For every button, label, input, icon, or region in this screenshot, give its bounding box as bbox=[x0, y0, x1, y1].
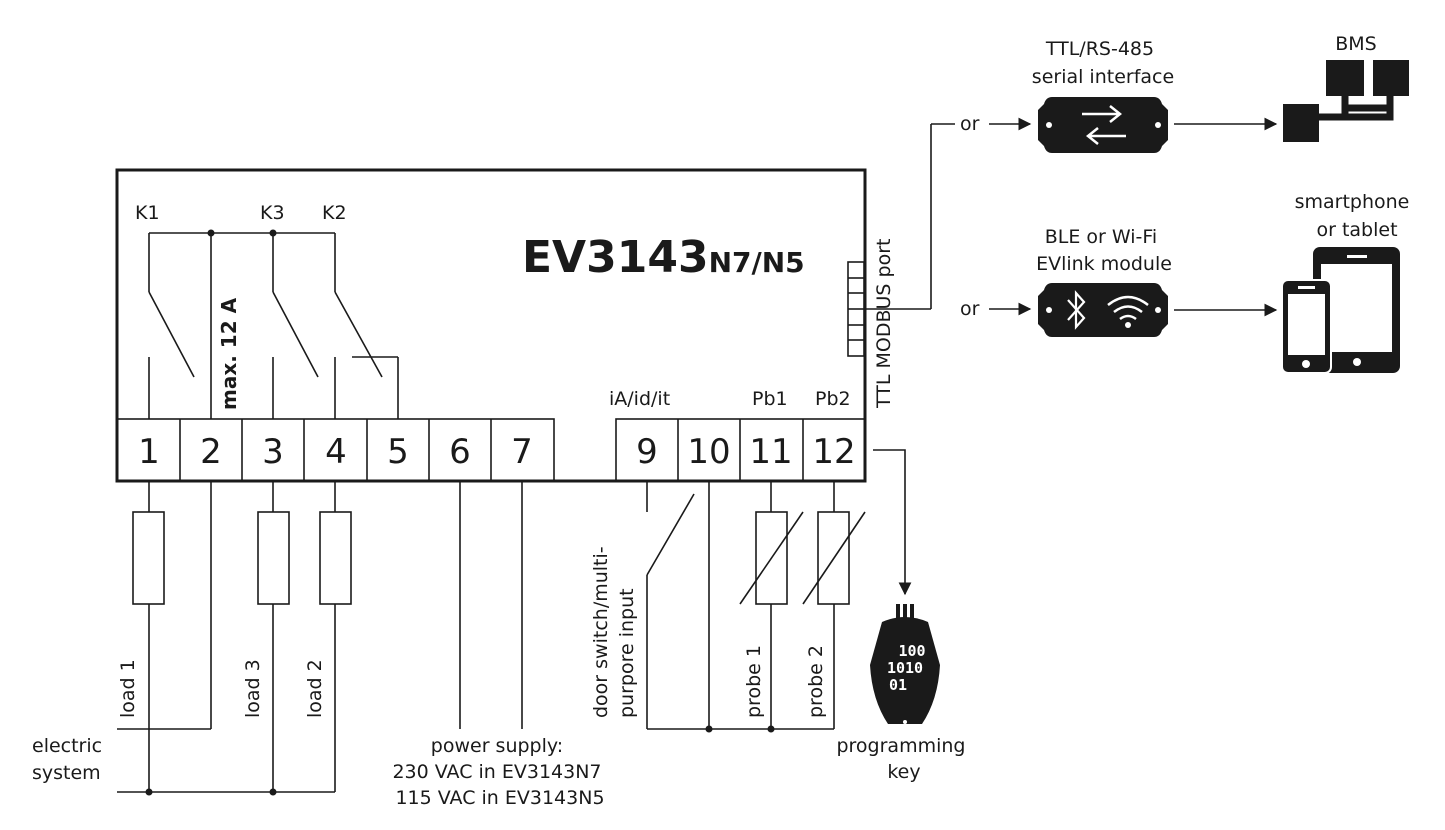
bms-icon bbox=[1283, 60, 1409, 142]
relay-wiring bbox=[148, 229, 399, 419]
max-current-label: max. 12 A bbox=[217, 297, 241, 410]
svg-text:01: 01 bbox=[889, 676, 907, 694]
digital-input-label: iA/id/it bbox=[609, 388, 670, 410]
programming-key-label: programming key bbox=[836, 735, 971, 783]
svg-text:1010: 1010 bbox=[887, 659, 923, 677]
port-label: TTL MODBUS port bbox=[873, 239, 895, 409]
probe2-input-label: Pb2 bbox=[815, 388, 851, 410]
ble-module-label: BLE or Wi-Fi EVlink module bbox=[1036, 226, 1172, 275]
svg-text:100: 100 bbox=[898, 642, 925, 660]
terminal-2: 2 bbox=[200, 432, 222, 472]
key-wire bbox=[873, 449, 912, 596]
load3-label: load 3 bbox=[242, 659, 264, 718]
door-switch-label-line2: purpore input bbox=[616, 588, 638, 718]
programming-key-icon: 100 1010 01 bbox=[870, 604, 940, 724]
terminal-4: 4 bbox=[325, 432, 347, 472]
terminal-11: 11 bbox=[749, 432, 792, 472]
terminal-12: 12 bbox=[812, 432, 855, 472]
probe1-input-label: Pb1 bbox=[752, 388, 788, 410]
serial-interface-label: TTL/RS-485 serial interface bbox=[1032, 38, 1174, 88]
load-wiring bbox=[117, 481, 352, 796]
model-title: EV3143N7/N5 bbox=[522, 232, 805, 283]
terminal-10: 10 bbox=[687, 432, 730, 472]
terminal-3: 3 bbox=[262, 432, 284, 472]
ttl-modbus-port bbox=[847, 261, 865, 357]
smartphone-tablet-icon bbox=[1281, 247, 1400, 374]
terminal-1: 1 bbox=[138, 432, 160, 472]
relay-k3-label: K3 bbox=[260, 202, 285, 224]
electric-system-label: electric system bbox=[32, 735, 108, 784]
power-supply-label: power supply: 230 VAC in EV3143N7 115 VA… bbox=[392, 735, 607, 809]
terminal-9: 9 bbox=[636, 432, 658, 472]
load1-label: load 1 bbox=[117, 659, 139, 718]
model-main: EV3143 bbox=[522, 232, 709, 283]
bms-label: BMS bbox=[1335, 33, 1377, 55]
probe-wiring bbox=[739, 481, 866, 729]
terminal-5: 5 bbox=[387, 432, 409, 472]
terminal-6: 6 bbox=[449, 432, 471, 472]
evlink-module-icon bbox=[1038, 283, 1168, 337]
serial-or-label: or bbox=[960, 113, 980, 135]
serial-interface-icon bbox=[1038, 97, 1168, 153]
smartphone-label: smartphone or tablet bbox=[1295, 191, 1416, 241]
model-suffix: N7/N5 bbox=[709, 246, 805, 279]
terminal-7: 7 bbox=[511, 432, 533, 472]
terminal-block bbox=[116, 418, 866, 482]
probe1-label: probe 1 bbox=[743, 645, 765, 718]
probe2-label: probe 2 bbox=[805, 645, 827, 718]
relay-k2-label: K2 bbox=[322, 202, 347, 224]
bluetooth-icon bbox=[1067, 290, 1086, 330]
door-switch-label-line1: door switch/multi- bbox=[590, 546, 612, 718]
load2-label: load 2 bbox=[304, 659, 326, 718]
ble-or-label: or bbox=[960, 298, 980, 320]
relay-k1-label: K1 bbox=[135, 202, 160, 224]
wifi-icon bbox=[1107, 295, 1149, 321]
